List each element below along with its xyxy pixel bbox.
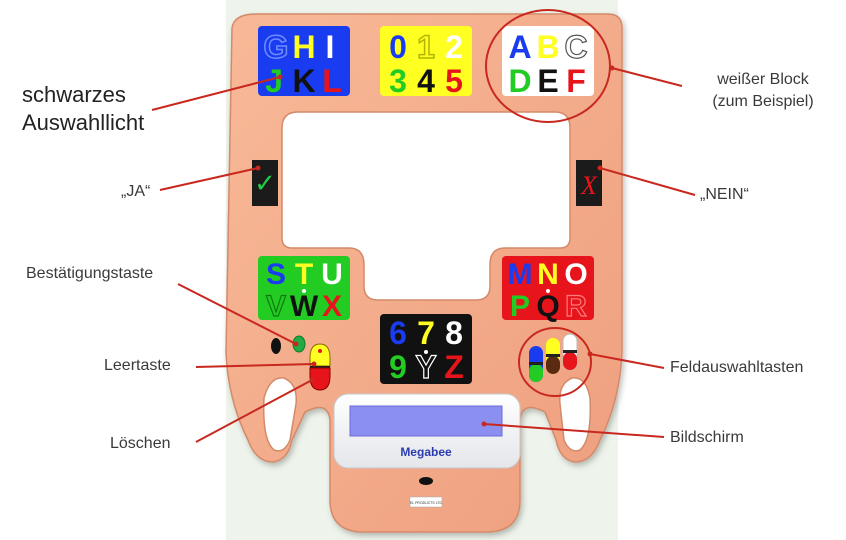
letter-l: L — [322, 63, 342, 99]
digit-6: 6 — [389, 315, 407, 351]
label-confirm-key: Bestätigungstaste — [26, 264, 153, 284]
letter-t: T — [295, 258, 313, 291]
brand-label: Megabee — [400, 445, 452, 459]
letter-i: I — [326, 29, 335, 65]
label-white-block-line1: weißer Block — [688, 70, 838, 90]
letter-e: E — [537, 63, 558, 99]
digit-5: 5 — [445, 63, 463, 99]
letter-o: O — [564, 258, 587, 291]
letter-s: S — [266, 258, 286, 291]
right-handle-hole — [560, 378, 591, 451]
space-delete-button[interactable] — [310, 344, 330, 390]
cross-icon: X — [580, 171, 598, 200]
black-light — [271, 338, 281, 354]
letter-y: Y — [415, 349, 436, 385]
field-button-yellow-black[interactable] — [546, 338, 560, 374]
selection-light — [546, 289, 550, 293]
letter-m: M — [508, 258, 533, 291]
letter-r: R — [565, 290, 587, 323]
field-button-blue-green[interactable] — [529, 346, 543, 382]
label-space-key: Leertaste — [104, 356, 171, 376]
digit-9: 9 — [389, 349, 407, 385]
check-icon: ✓ — [254, 169, 276, 199]
label-black-light-line2: Auswahllicht — [22, 110, 144, 136]
digit-1: 1 — [417, 29, 435, 65]
letter-a: A — [508, 29, 531, 65]
speaker-hole — [419, 477, 433, 485]
digit-3: 3 — [389, 63, 407, 99]
block-012-345: 0 1 2 3 4 5 — [380, 26, 472, 99]
letter-h: H — [292, 29, 315, 65]
digit-8: 8 — [445, 315, 463, 351]
label-screen: Bildschirm — [670, 428, 744, 448]
screen-panel: Megabee — [334, 394, 520, 468]
letter-v: V — [266, 290, 286, 323]
letter-p: P — [510, 290, 530, 323]
letter-q: Q — [536, 290, 559, 323]
label-white-block-line2: (zum Beispiel) — [688, 92, 838, 112]
letter-c: C — [564, 29, 587, 65]
selection-light — [424, 350, 428, 354]
label-black-light-line1: schwarzes — [22, 82, 126, 108]
block-mno-pqr: M N O P Q R — [502, 256, 594, 323]
label-delete-key: Löschen — [110, 434, 171, 454]
label-no: „NEIN“ — [700, 185, 749, 205]
display-screen — [350, 406, 502, 436]
label-field-select: Feldauswahltasten — [670, 358, 803, 378]
selection-light — [302, 289, 306, 293]
letter-k: K — [292, 63, 315, 99]
letter-f: F — [566, 63, 586, 99]
field-button-white-red[interactable] — [563, 334, 577, 370]
digit-4: 4 — [417, 63, 435, 99]
letter-b: B — [536, 29, 559, 65]
digit-0: 0 — [389, 29, 407, 65]
digit-2: 2 — [445, 29, 463, 65]
block-ghi-jkl: G H I J K L — [258, 26, 350, 99]
digit-7: 7 — [417, 315, 435, 351]
letter-u: U — [321, 258, 343, 291]
label-yes: „JA“ — [121, 182, 150, 202]
block-stu-vwx: S T U V W X — [258, 256, 350, 323]
letter-d: D — [508, 63, 531, 99]
letter-z: Z — [444, 349, 464, 385]
letter-g: G — [264, 29, 289, 65]
block-abc-def: A B C D E F — [502, 26, 594, 99]
block-678-9yz: 6 7 8 9 Y Z — [380, 314, 472, 385]
sticker-text: EL PRODUCTS LTD — [410, 501, 443, 505]
letter-n: N — [537, 258, 559, 291]
letter-w: W — [290, 290, 319, 323]
letter-x: X — [322, 290, 342, 323]
